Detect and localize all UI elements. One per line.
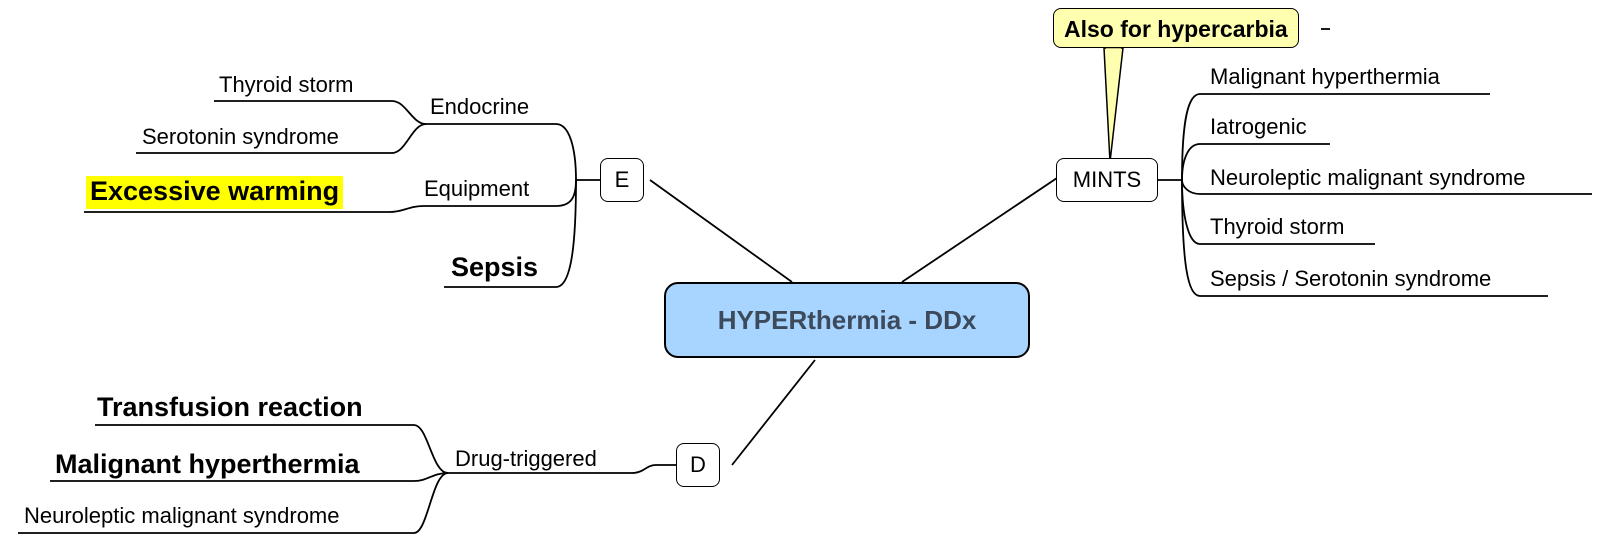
link-transfusion	[95, 424, 449, 474]
center-topic: HYPERthermia - DDx	[664, 282, 1030, 358]
mints-thyroid-storm: Thyroid storm	[1210, 214, 1345, 239]
mints-malignant-hyperthermia: Malignant hyperthermia	[1210, 64, 1440, 89]
branch-e-node: E	[600, 158, 644, 202]
endocrine-label: Endocrine	[430, 94, 530, 119]
mints-iatrogenic: Iatrogenic	[1210, 114, 1307, 139]
branch-d-node: D	[676, 443, 720, 487]
mints-sepsis-serotonin: Sepsis / Serotonin syndrome	[1210, 266, 1492, 291]
drug-triggered-label: Drug-triggered	[455, 446, 597, 471]
link-serotonin	[136, 123, 427, 154]
link-iatrogenic	[1181, 143, 1330, 181]
link-drug-triggered	[448, 464, 657, 474]
link-center-d	[731, 359, 816, 466]
excessive-warming-leaf: Excessive warming	[86, 176, 344, 209]
callout-pointer	[1103, 47, 1124, 163]
link-sepsis-serotonin	[1181, 179, 1548, 297]
serotonin-syndrome-leaf: Serotonin syndrome	[142, 124, 339, 149]
link-center-e	[649, 179, 793, 283]
sepsis-leaf: Sepsis	[451, 252, 539, 282]
link-excessive-warming	[84, 205, 425, 213]
transfusion-reaction-leaf: Transfusion reaction	[97, 392, 363, 422]
thyroid-storm-leaf: Thyroid storm	[219, 72, 354, 97]
callout-also-hypercarbia: Also for hypercarbia	[1053, 8, 1299, 48]
neuroleptic-malignant-leaf: Neuroleptic malignant syndrome	[24, 503, 340, 528]
link-thyroid-storm	[214, 100, 427, 125]
malignant-hyperthermia-leaf: Malignant hyperthermia	[55, 449, 360, 479]
equipment-label: Equipment	[424, 176, 530, 201]
link-sepsis	[444, 179, 577, 288]
link-neuroleptic-d	[18, 472, 449, 534]
link-center-mints	[901, 177, 1058, 283]
link-malignant-d	[50, 472, 449, 482]
link-endocrine	[426, 123, 577, 181]
link-malignant	[1181, 93, 1490, 181]
branch-mints-node: MINTS	[1056, 158, 1158, 202]
mints-neuroleptic: Neuroleptic malignant syndrome	[1210, 165, 1526, 190]
